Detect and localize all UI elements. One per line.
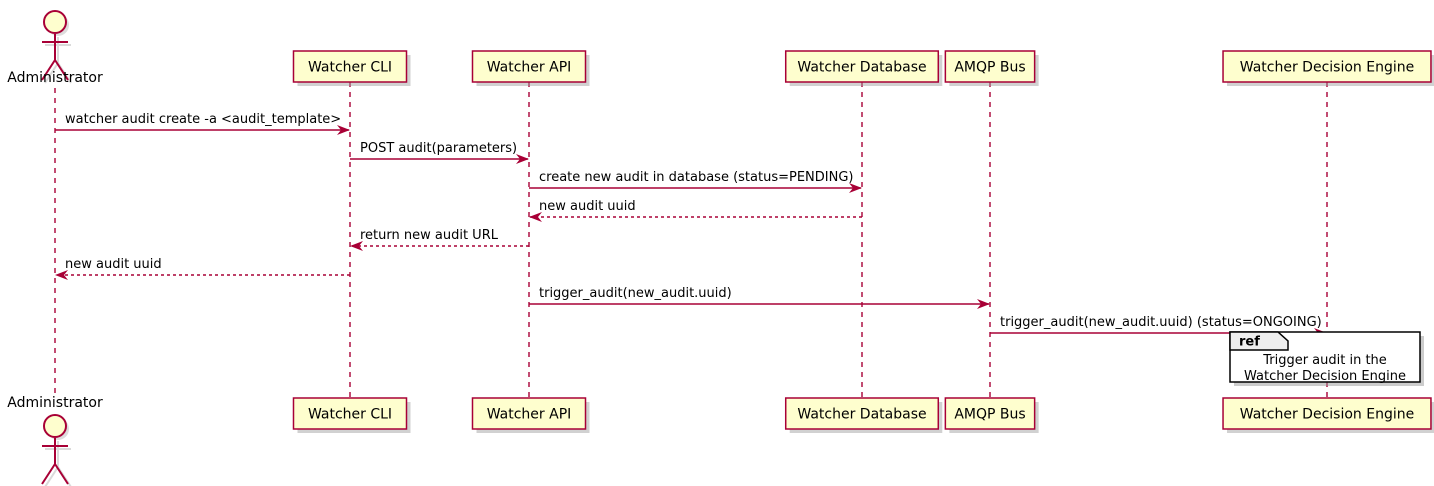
ref-fragment-tab-label: ref — [1239, 335, 1260, 350]
ref-fragment-line: Trigger audit in the — [1262, 353, 1387, 368]
actor-label-administrator-bottom: Administrator — [7, 395, 103, 411]
participant-box-rect — [1222, 397, 1432, 430]
actor-body-icon — [41, 438, 69, 485]
participant-box-watcher-api-top[interactable]: Watcher API — [471, 50, 590, 86]
participant-label-amqp-bus-top: AMQP Bus — [954, 60, 1025, 76]
participant-box-amqp-bus-bottom[interactable]: AMQP Bus — [944, 397, 1039, 433]
ref-fragment-line: Watcher Decision Engine — [1244, 369, 1406, 384]
participant-label-watcher-cli-bottom: Watcher CLI — [308, 407, 392, 423]
participant-label-watcher-api-bottom: Watcher API — [487, 407, 572, 423]
message-label: new audit uuid — [539, 199, 636, 214]
message-arrowhead — [516, 154, 529, 164]
actor-head-icon — [43, 10, 67, 34]
participant-label-amqp-bus-bottom: AMQP Bus — [954, 407, 1025, 423]
participant-box-rect — [1222, 50, 1432, 83]
messages-layer: watcher audit create -a <audit_template>… — [55, 112, 1327, 338]
participant-box-watcher-database-top[interactable]: Watcher Database — [784, 50, 943, 86]
message-4-watcher-database-to-watcher-api[interactable]: new audit uuid — [529, 199, 862, 222]
actor-head-icon — [43, 414, 67, 438]
participant-box-watcher-decision-engine-bottom[interactable]: Watcher Decision Engine — [1222, 397, 1434, 433]
participant-box-watcher-cli-top[interactable]: Watcher CLI — [292, 50, 411, 86]
message-arrowhead — [350, 241, 363, 251]
participant-box-rect — [292, 50, 408, 83]
message-label: POST audit(parameters) — [360, 141, 517, 156]
participant-box-rect — [471, 50, 587, 83]
participant-label-watcher-database-top: Watcher Database — [797, 60, 926, 76]
message-label: new audit uuid — [65, 257, 162, 272]
message-6-watcher-cli-to-administrator[interactable]: new audit uuid — [55, 257, 350, 280]
participant-label-watcher-database-bottom: Watcher Database — [797, 407, 926, 423]
message-arrowhead — [55, 270, 68, 280]
message-arrowhead — [977, 299, 990, 309]
ref-fragment-tab — [1229, 331, 1289, 351]
participant-label-watcher-decision-engine-bottom: Watcher Decision Engine — [1240, 407, 1414, 423]
actor-body-shadow — [44, 441, 72, 486]
message-label: return new audit URL — [360, 228, 499, 243]
participant-label-watcher-decision-engine-top: Watcher Decision Engine — [1240, 60, 1414, 76]
message-5-watcher-api-to-watcher-cli[interactable]: return new audit URL — [350, 228, 529, 251]
message-3-watcher-api-to-watcher-database[interactable]: create new audit in database (status=PEN… — [529, 170, 862, 193]
participant-box-watcher-api-bottom[interactable]: Watcher API — [471, 397, 590, 433]
actor-administrator-top[interactable] — [41, 10, 72, 84]
participant-box-rect — [784, 397, 940, 430]
participant-box-amqp-bus-top[interactable]: AMQP Bus — [944, 50, 1039, 86]
actor-administrator-bottom[interactable] — [41, 414, 72, 486]
message-1-administrator-to-watcher-cli[interactable]: watcher audit create -a <audit_template> — [55, 112, 350, 135]
participant-box-rect — [944, 397, 1036, 430]
participant-box-watcher-decision-engine-top[interactable]: Watcher Decision Engine — [1222, 50, 1434, 86]
message-arrowhead — [849, 183, 862, 193]
participant-label-watcher-api-top: Watcher API — [487, 60, 572, 76]
message-label: create new audit in database (status=PEN… — [539, 170, 854, 185]
message-arrowhead — [529, 212, 542, 222]
ref-fragment-border — [1229, 331, 1421, 383]
message-arrowhead — [337, 125, 350, 135]
participant-box-rect — [292, 397, 408, 430]
participant-box-rect — [944, 50, 1036, 83]
message-2-watcher-cli-to-watcher-api[interactable]: POST audit(parameters) — [350, 141, 529, 164]
actor-body-icon — [41, 34, 69, 81]
participant-box-rect — [471, 397, 587, 430]
message-label: trigger_audit(new_audit.uuid) — [539, 286, 732, 301]
message-label: trigger_audit(new_audit.uuid) (status=ON… — [1000, 315, 1322, 330]
actor-label-administrator-top: Administrator — [7, 70, 103, 86]
participant-box-watcher-cli-bottom[interactable]: Watcher CLI — [292, 397, 411, 433]
message-label: watcher audit create -a <audit_template> — [65, 112, 341, 127]
message-7-watcher-api-to-amqp-bus[interactable]: trigger_audit(new_audit.uuid) — [529, 286, 990, 309]
actor-body-shadow — [44, 37, 72, 84]
participant-label-watcher-cli-top: Watcher CLI — [308, 60, 392, 76]
participant-box-watcher-database-bottom[interactable]: Watcher Database — [784, 397, 943, 433]
participant-box-rect — [784, 50, 940, 83]
